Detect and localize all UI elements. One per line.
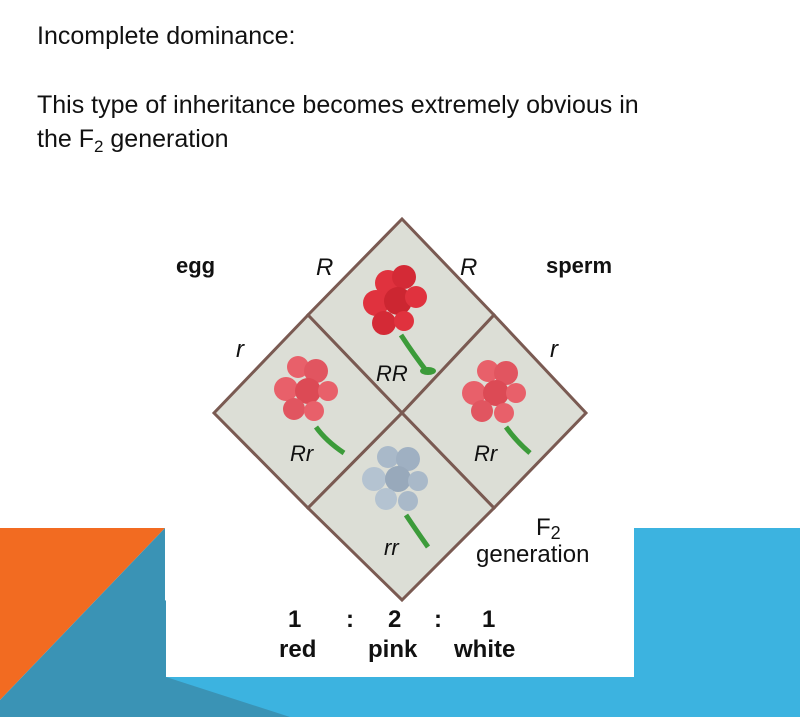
flower-pink-right	[462, 360, 532, 455]
body-line-1: This type of inheritance becomes extreme…	[37, 91, 639, 119]
ratio-red-label: red	[279, 636, 316, 663]
body-line-2-b: generation	[103, 125, 229, 153]
ratio-red-count: 1	[288, 606, 301, 633]
genotype-bottom: rr	[384, 535, 400, 560]
body-line-2-a: the F	[37, 125, 94, 153]
punnett-diagram: egg sperm R R r r RR Rr Rr rr F2 generat…	[176, 216, 612, 663]
sperm-label: sperm	[546, 253, 612, 278]
allele-left-top: R	[316, 254, 333, 281]
allele-right-top: R	[460, 254, 477, 281]
ratio-white-label: white	[453, 636, 515, 663]
ratio-white-count: 1	[482, 606, 495, 633]
genotype-right: Rr	[474, 441, 499, 466]
flower-white	[362, 446, 431, 549]
ratio-pink-count: 2	[388, 606, 401, 633]
ratio-pink-label: pink	[368, 636, 418, 663]
ratio-colon-1: :	[346, 606, 354, 633]
slide-body: This type of inheritance becomes extreme…	[37, 88, 777, 159]
punnett-square-figure: egg sperm R R r r RR Rr Rr rr F2 generat…	[166, 205, 634, 677]
flower-red	[363, 265, 436, 375]
slide-title: Incomplete dominance:	[37, 22, 296, 50]
blue-panel-lower	[166, 677, 634, 717]
genotype-left: Rr	[290, 441, 315, 466]
allele-left-side: r	[236, 336, 245, 363]
blue-panel	[300, 528, 800, 717]
flower-pink-left	[274, 356, 346, 456]
genotype-top: RR	[376, 361, 408, 386]
generation-label-word: generation	[476, 541, 589, 568]
egg-label: egg	[176, 253, 215, 278]
generation-label-f: F2	[536, 514, 561, 543]
allele-right-side: r	[550, 336, 559, 363]
ratio-colon-2: :	[434, 606, 442, 633]
gen-sub: 2	[551, 523, 561, 543]
gen-f: F	[536, 514, 551, 541]
body-subscript: 2	[93, 137, 104, 156]
